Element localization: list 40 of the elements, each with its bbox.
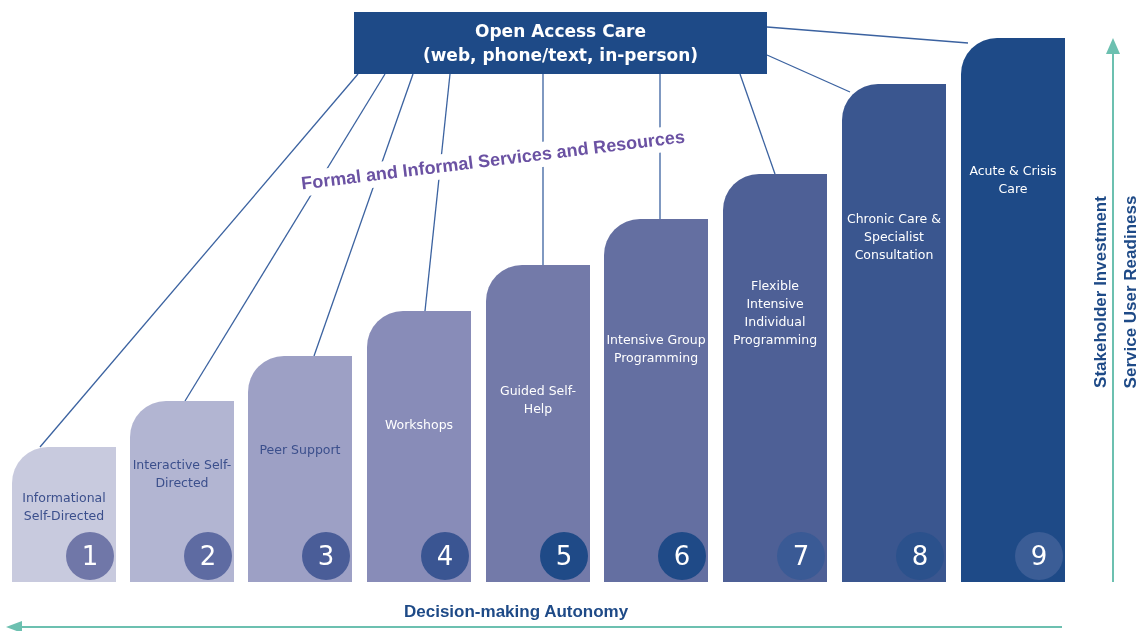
step-label: Flexible Intensive Individual Programming bbox=[731, 277, 819, 349]
step-number-circle: 2 bbox=[184, 532, 232, 580]
step-number-circle: 8 bbox=[896, 532, 944, 580]
connector-line bbox=[766, 54, 851, 93]
step-label: Guided Self-Help bbox=[499, 382, 577, 418]
connector-line bbox=[739, 73, 776, 175]
step-number-circle: 4 bbox=[421, 532, 469, 580]
step-number-circle: 5 bbox=[540, 532, 588, 580]
step-label: Interactive Self-Directed bbox=[131, 456, 233, 492]
step-number-circle: 9 bbox=[1015, 532, 1063, 580]
connector-line bbox=[766, 26, 969, 44]
title-box bbox=[354, 12, 767, 74]
step-label: Peer Support bbox=[258, 441, 342, 459]
axis-label: Stakeholder Investment bbox=[1091, 196, 1111, 388]
step-bar bbox=[367, 311, 471, 582]
step-bar bbox=[248, 356, 352, 582]
step-label: Informational Self-Directed bbox=[21, 489, 107, 525]
step-bar bbox=[961, 38, 1065, 582]
step-label: Acute & Crisis Care bbox=[968, 162, 1058, 198]
title-text: Open Access Care bbox=[475, 20, 646, 43]
connector-line bbox=[313, 73, 414, 357]
step-bar bbox=[486, 265, 590, 582]
step-bar bbox=[723, 174, 827, 582]
axis-label: Service User Readiness bbox=[1121, 195, 1141, 389]
step-number-circle: 3 bbox=[302, 532, 350, 580]
title-text: (web, phone/text, in-person) bbox=[422, 44, 699, 67]
step-number-circle: 1 bbox=[66, 532, 114, 580]
connector-line bbox=[184, 73, 386, 402]
step-bar bbox=[604, 219, 708, 582]
step-label: Chronic Care & Specialist Consultation bbox=[845, 210, 943, 264]
step-bar bbox=[12, 447, 116, 582]
step-bar bbox=[130, 401, 234, 582]
step-bar bbox=[842, 84, 946, 582]
connector-line bbox=[424, 73, 451, 312]
step-label: Intensive Group Programming bbox=[605, 331, 707, 367]
connector-line bbox=[39, 73, 359, 448]
step-number-circle: 7 bbox=[777, 532, 825, 580]
axis-label: Decision-making Autonomy bbox=[404, 602, 629, 622]
step-label: Workshops bbox=[383, 416, 455, 434]
step-number-circle: 6 bbox=[658, 532, 706, 580]
